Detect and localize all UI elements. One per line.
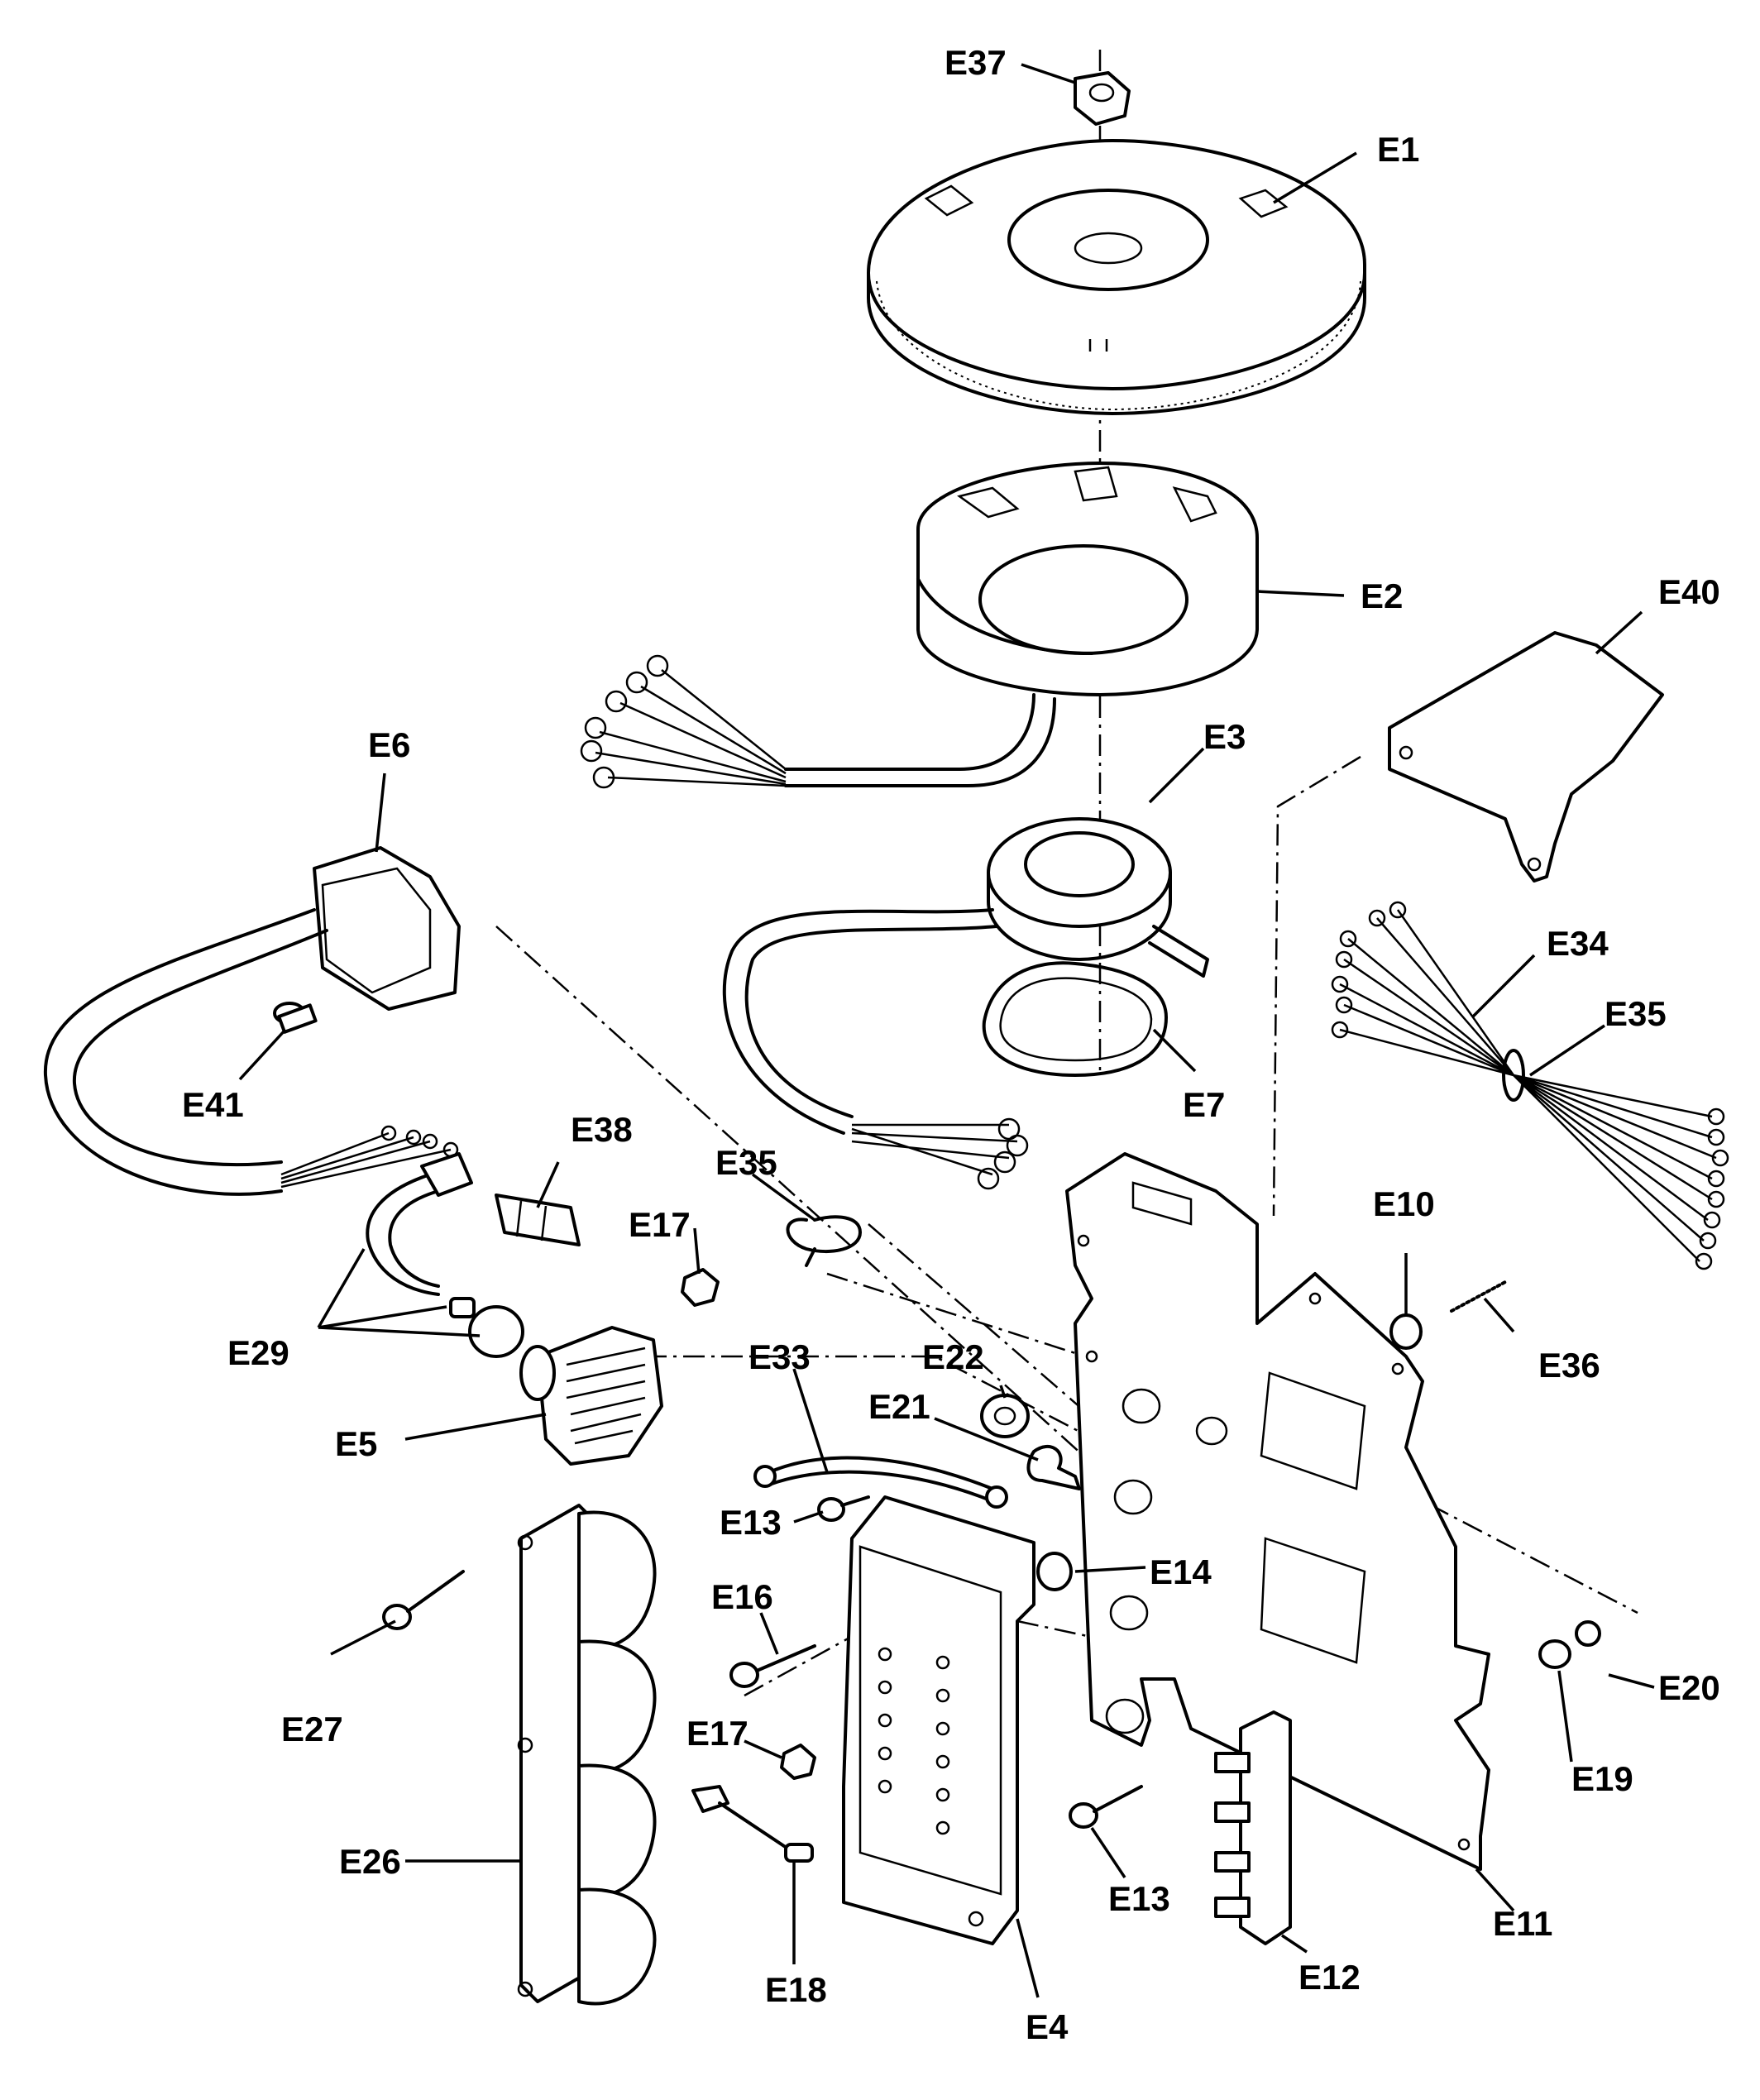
wire-harness-e34 [1331,901,1729,1270]
label-e41: E41 [182,1085,244,1124]
retainer-e7 [982,961,1168,1077]
label-e17-upper: E17 [629,1205,691,1244]
screw-e41 [273,1002,318,1034]
switch-box-e4 [842,1495,1035,1945]
screw-e13-lower [1069,1785,1143,1829]
label-e2: E2 [1361,576,1403,615]
label-e7: E7 [1183,1085,1225,1124]
mounting-plate-e11 [1065,1152,1490,1871]
screw-e27 [382,1570,465,1630]
label-e19: E19 [1571,1759,1633,1798]
clamp-e21 [1026,1445,1081,1490]
nut-e37 [1074,71,1131,126]
label-e26: E26 [339,1842,401,1881]
nut-e17-lower [780,1744,816,1780]
stator-wire-leads [580,654,787,789]
tie-strap-e35 [786,1215,862,1267]
label-e10: E10 [1373,1184,1435,1223]
label-e1: E1 [1377,130,1419,169]
bracket-e40 [1388,631,1664,883]
label-e40: E40 [1658,572,1720,611]
label-e17-lower: E17 [686,1714,748,1753]
stud-e36 [1450,1280,1507,1313]
screw-e13-upper [817,1495,870,1522]
label-e27: E27 [281,1710,343,1748]
label-e35-strap: E35 [715,1143,777,1182]
label-e35-harness: E35 [1605,994,1667,1033]
spark-lead-e29 [366,1152,524,1358]
label-e36: E36 [1538,1346,1600,1385]
label-e6: E6 [368,725,410,764]
coil-bank-e26 [517,1504,657,2006]
label-e34: E34 [1547,924,1609,963]
label-e29: E29 [227,1333,289,1372]
label-e16: E16 [711,1577,773,1616]
screw-e16 [729,1644,816,1688]
label-e33: E33 [748,1337,811,1376]
spacer-e14 [1036,1552,1073,1591]
label-e11: E11 [1493,1904,1552,1943]
rectifier-e6 [43,846,461,1196]
label-e14: E14 [1150,1552,1212,1591]
label-e5: E5 [335,1424,377,1463]
terminal-e18 [691,1785,814,1863]
label-e18: E18 [765,1970,827,2009]
label-e13-upper: E13 [720,1503,782,1542]
spacer-e10 [1389,1313,1423,1350]
spark-plug-e38 [495,1194,581,1246]
label-e37: E37 [945,43,1007,82]
leader-lines [238,63,1655,1998]
label-e20: E20 [1658,1668,1720,1707]
terminal-block-e12 [1214,1710,1292,1945]
label-e13-lower: E13 [1108,1879,1170,1918]
label-e12: E12 [1298,1958,1361,1997]
flywheel-e1 [867,139,1366,415]
washer-e20 [1575,1620,1601,1647]
nut-e17-upper [681,1268,720,1307]
label-e38: E38 [571,1110,633,1149]
label-e21: E21 [868,1387,930,1426]
part-labels: E37 E1 E2 E40 E3 E6 E34 E35 E7 E41 E38 E… [182,43,1720,2046]
trigger-e3 [722,817,1209,1190]
ground-strap-e33 [753,1456,1008,1509]
bushing-e19 [1538,1639,1571,1669]
label-e22: E22 [922,1337,984,1376]
stator-e2 [784,462,1259,787]
label-e3: E3 [1203,717,1246,756]
grommet-e22 [980,1394,1030,1438]
ignition-coil-e5 [519,1326,663,1466]
label-e4: E4 [1026,2007,1069,2046]
